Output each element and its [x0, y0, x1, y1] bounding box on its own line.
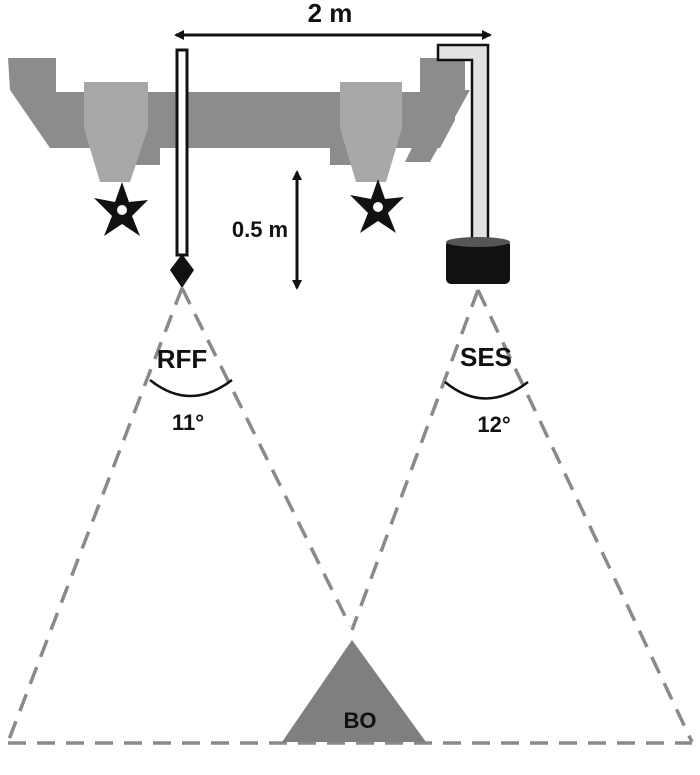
frame-right-block	[420, 58, 465, 92]
target-object: BO	[282, 640, 426, 742]
dimension-half-m: 0.5 m	[232, 170, 302, 290]
rotor-left-icon	[94, 182, 148, 236]
rff-sensor-head	[170, 254, 194, 288]
rff-field-of-view: RFF 11°	[6, 287, 352, 743]
ses-angle-label: 12°	[477, 412, 510, 437]
target-label: BO	[344, 708, 377, 733]
ses-sensor	[436, 43, 510, 284]
ses-sensor-housing	[446, 240, 510, 284]
target-triangle	[282, 640, 426, 742]
nacelle-right	[340, 82, 402, 182]
frame-right-slope	[405, 90, 470, 162]
dimension-2m: 2 m	[174, 0, 492, 40]
dimension-half-m-label: 0.5 m	[232, 217, 288, 242]
ses-sensor-top	[446, 237, 510, 247]
rff-angle-label: 11°	[172, 410, 204, 435]
ses-angle-arc	[444, 381, 529, 400]
carrier-frame	[8, 58, 470, 182]
rff-sensor	[170, 48, 194, 288]
rff-label: RFF	[157, 344, 208, 374]
rff-angle-arc	[149, 379, 233, 398]
nacelle-left	[84, 82, 148, 182]
ses-field-of-view: SES 12°	[350, 289, 694, 743]
ses-label: SES	[460, 342, 512, 372]
rotor-right-icon	[350, 179, 404, 233]
rff-pole	[175, 48, 189, 257]
dimension-2m-label: 2 m	[308, 0, 353, 28]
